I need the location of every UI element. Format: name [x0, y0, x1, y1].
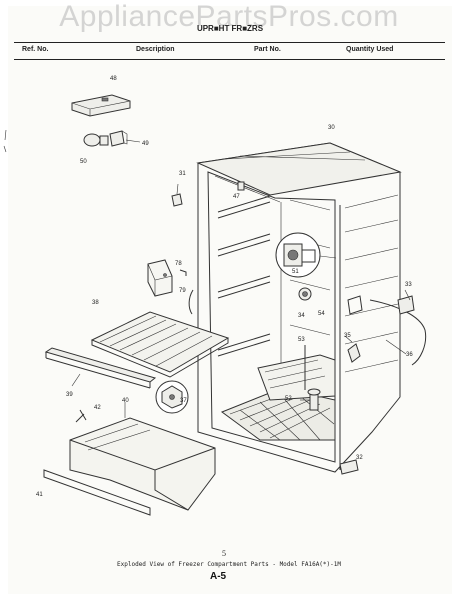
callout-36: 36 — [406, 352, 413, 358]
part-42-pin — [75, 409, 87, 423]
part-33-drain-tube — [347, 289, 427, 366]
leader-36 — [385, 339, 407, 355]
header-ref-no: Ref. No. — [22, 46, 49, 53]
callout-51: 51 — [292, 269, 299, 275]
callout-41: 41 — [36, 492, 43, 498]
page-number: 5 — [222, 549, 226, 558]
callout-48: 48 — [110, 76, 117, 82]
part-51-fan-assembly — [275, 232, 337, 278]
callout-40: 40 — [122, 398, 129, 404]
callout-32: 32 — [356, 455, 363, 461]
callout-53: 53 — [298, 337, 305, 343]
part-35-bracket — [344, 335, 361, 363]
part-37-shelf-clip — [155, 380, 189, 414]
part-49-50-lamp-socket — [83, 130, 141, 147]
callout-38: 38 — [92, 300, 99, 306]
part-31-clip — [171, 183, 183, 207]
part-47-bracket — [237, 181, 245, 191]
callout-79: 79 — [179, 288, 186, 294]
page-id: A-5 — [210, 571, 227, 582]
figure-caption: Exploded View of Freezer Compartment Par… — [117, 561, 341, 568]
callout-39: 39 — [66, 392, 73, 398]
parts-table-header: Ref. No. Description Part No. Quantity U… — [14, 42, 445, 60]
part-40-basket — [43, 402, 216, 516]
header-quantity-used: Quantity Used — [346, 46, 394, 53]
part-32-leveling-foot — [339, 459, 359, 475]
callout-31: 31 — [179, 171, 186, 177]
callout-30: 30 — [328, 125, 335, 131]
callout-34: 34 — [298, 313, 305, 319]
callout-47: 47 — [233, 194, 240, 200]
callout-37: 37 — [180, 398, 187, 404]
callout-78: 78 — [175, 261, 182, 267]
header-description: Description — [136, 46, 175, 53]
callout-54: 54 — [318, 311, 325, 317]
callout-50: 50 — [80, 159, 87, 165]
part-48-light-cover — [71, 94, 131, 117]
callout-42: 42 — [94, 405, 101, 411]
part-52-drain-plug — [300, 388, 321, 411]
page-title: UPR■HT FR■ZRS — [196, 24, 264, 33]
callout-33: 33 — [405, 282, 412, 288]
part-34-control-knob — [298, 287, 312, 301]
callout-49: 49 — [142, 141, 149, 147]
part-38-wire-shelf — [90, 311, 230, 378]
part-39-shelf-rail — [44, 347, 157, 389]
part-78-79-latch — [147, 259, 194, 315]
callout-35: 35 — [344, 333, 351, 339]
margin-mark — [3, 129, 7, 153]
part-30-cabinet-liner — [196, 142, 402, 473]
header-part-no: Part No. — [254, 46, 281, 53]
callout-52: 52 — [285, 396, 292, 402]
